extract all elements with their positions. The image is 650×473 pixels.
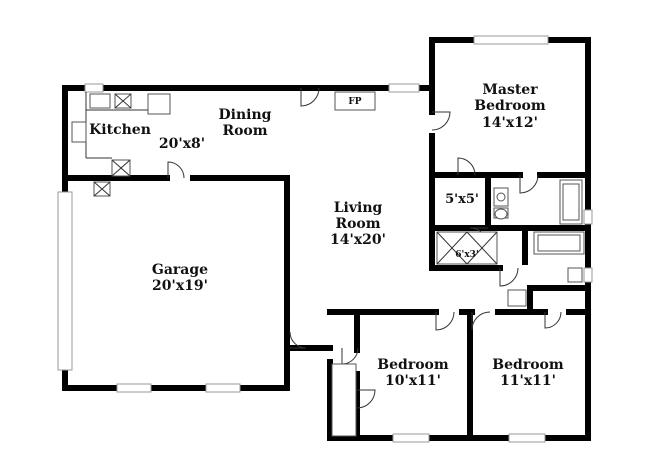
garage-size: 20'x19' bbox=[152, 278, 208, 294]
kitchen-fixtures bbox=[71, 92, 171, 197]
bedroom-3-label: Bedroom bbox=[492, 357, 564, 373]
walls bbox=[62, 37, 591, 441]
bedroom-2-label: Bedroom bbox=[377, 357, 449, 373]
living-room-label-line1: Living bbox=[334, 200, 383, 216]
fireplace-box bbox=[334, 91, 376, 111]
windows bbox=[57, 35, 593, 443]
dining-room-label-line2: Room bbox=[222, 123, 267, 139]
bedroom-2-size: 10'x11' bbox=[385, 373, 441, 389]
living-room-size: 14'x20' bbox=[330, 232, 386, 248]
master-bedroom-size: 14'x12' bbox=[482, 115, 538, 131]
bath-fixtures bbox=[331, 179, 585, 437]
fireplace-label: FP bbox=[348, 97, 361, 107]
dining-room-size: 20'x8' bbox=[159, 136, 205, 152]
living-room-label-line2: Room bbox=[335, 216, 380, 232]
master-bedroom-label-line1: Master bbox=[482, 82, 538, 98]
master-bedroom-label-line2: Bedroom bbox=[474, 98, 546, 114]
dining-room-label-line1: Dining bbox=[219, 107, 272, 123]
closet-hall-size: 6'x3' bbox=[455, 250, 478, 260]
bedroom-3-size: 11'x11' bbox=[500, 373, 556, 389]
garage-label: Garage bbox=[152, 262, 208, 278]
closet-master-size: 5'x5' bbox=[445, 192, 479, 207]
kitchen-label: Kitchen bbox=[89, 122, 151, 138]
